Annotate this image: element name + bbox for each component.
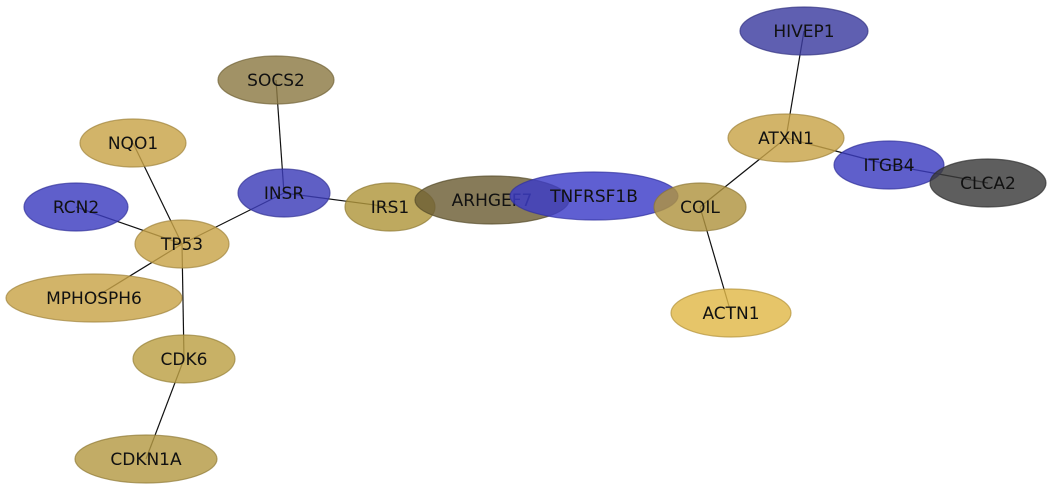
node-shape[interactable]: [833, 140, 945, 190]
node-label: TP53: [160, 235, 203, 255]
node-shape[interactable]: [134, 219, 230, 269]
node-shape[interactable]: [653, 182, 747, 232]
node-label: CDK6: [161, 350, 208, 370]
node-label: ACTN1: [702, 304, 759, 324]
node-cdk6[interactable]: CDK6: [132, 334, 236, 384]
node-shape[interactable]: [727, 113, 845, 163]
node-shape[interactable]: [217, 55, 335, 105]
node-insr[interactable]: INSR: [237, 168, 331, 218]
node-tnfrsf1b[interactable]: TNFRSF1B: [509, 171, 679, 221]
node-nqo1[interactable]: NQO1: [79, 118, 187, 168]
node-clca2[interactable]: CLCA2: [929, 158, 1047, 208]
node-label: COIL: [680, 198, 720, 218]
node-cdkn1a[interactable]: CDKN1A: [74, 434, 218, 484]
node-label: IRS1: [371, 198, 409, 218]
node-tp53[interactable]: TP53: [134, 219, 230, 269]
node-label: CLCA2: [960, 174, 1016, 194]
node-shape[interactable]: [79, 118, 187, 168]
node-shape[interactable]: [929, 158, 1047, 208]
node-label: CDKN1A: [110, 450, 182, 470]
node-label: HIVEP1: [773, 22, 834, 42]
node-socs2[interactable]: SOCS2: [217, 55, 335, 105]
node-actn1[interactable]: ACTN1: [670, 288, 792, 338]
node-shape[interactable]: [132, 334, 236, 384]
node-label: TNFRSF1B: [549, 187, 638, 207]
node-shape[interactable]: [23, 182, 129, 232]
node-label: ITGB4: [863, 156, 914, 176]
node-atxn1[interactable]: ATXN1: [727, 113, 845, 163]
node-mphosph6[interactable]: MPHOSPH6: [5, 273, 183, 323]
node-irs1[interactable]: IRS1: [344, 182, 436, 232]
node-label: RCN2: [53, 198, 99, 218]
node-shape[interactable]: [739, 6, 869, 56]
node-shape[interactable]: [5, 273, 183, 323]
node-label: NQO1: [108, 134, 158, 154]
node-hivep1[interactable]: HIVEP1: [739, 6, 869, 56]
node-coil[interactable]: COIL: [653, 182, 747, 232]
node-label: INSR: [264, 184, 305, 204]
node-shape[interactable]: [74, 434, 218, 484]
node-rcn2[interactable]: RCN2: [23, 182, 129, 232]
node-shape[interactable]: [670, 288, 792, 338]
node-label: SOCS2: [247, 71, 305, 91]
node-label: ATXN1: [758, 129, 814, 149]
node-label: MPHOSPH6: [46, 289, 142, 309]
node-shape[interactable]: [237, 168, 331, 218]
node-itgb4[interactable]: ITGB4: [833, 140, 945, 190]
